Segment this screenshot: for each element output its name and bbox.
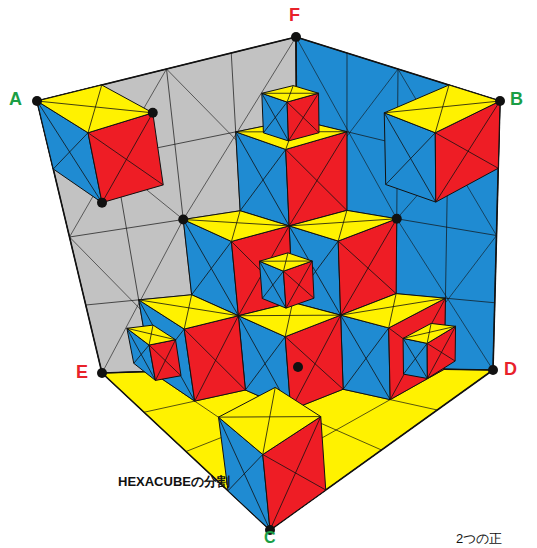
sub-cube [219,387,326,530]
face-diagonal [238,315,340,317]
face-diagonal [263,387,275,454]
cube-face-yellow [238,302,340,336]
cube-face-yellow [384,85,500,133]
face-diagonal [37,101,153,113]
cube-face-yellow [259,253,312,271]
sub-cube [37,85,163,203]
cube-edge [102,373,270,530]
face-diagonal [155,340,175,381]
face-diagonal [403,326,455,338]
note-text: 2つの正 [456,531,502,546]
cube-face-yellow [139,295,239,329]
cube-face-yellow [183,211,289,242]
sub-cube [384,85,500,202]
face-diagonal [283,253,288,271]
face-diagonal [195,316,239,401]
face-diagonal [341,315,391,399]
face-diagonal [338,241,396,294]
sub-cube [139,295,246,401]
face-diagonal [231,211,240,242]
cube-face-blue [341,315,391,399]
vertex-dot [392,214,402,224]
face-diagonal [139,300,239,316]
vertex-dot [178,215,188,225]
vertex-dot [293,362,303,372]
face-diagonal [219,416,321,418]
face-diagonal [127,328,176,339]
face-diagonal [88,85,102,133]
cube-face-yellow [37,85,153,133]
face-diagonal [263,455,326,491]
cube-face-yellow [403,323,455,343]
walls [37,37,500,530]
face-diagonal [338,210,347,241]
cube-face-yellow [262,86,319,102]
vertex-dot [291,32,301,42]
vertex-letter: B [510,90,523,108]
face-diagonal [262,93,319,94]
vertex-letter: D [504,360,517,378]
cube-face-yellow [289,210,397,241]
cube-face-red [184,316,245,401]
vertex-letter: F [289,6,300,24]
cube-face-yellow [341,294,446,328]
sub-cube [262,86,319,141]
vertex-letter: E [76,363,88,381]
face-diagonal [384,101,500,113]
face-diagonal [287,86,293,102]
face-diagonal [435,133,498,169]
cube-face-yellow [219,387,321,454]
vertex-letter: A [9,90,22,108]
vertex-dots [32,32,505,535]
face-diagonal [286,149,347,210]
face-diagonal [427,323,431,343]
face-diagonal [184,329,245,390]
face-diagonal [289,219,397,226]
face-diagonal [183,220,289,226]
sub-cube [259,253,314,308]
face-diagonal [228,455,263,491]
face-diagonal [259,261,312,262]
caption: HEXACUBEの分割 [118,474,230,489]
vertex-dot [32,96,42,106]
vertex-dot [488,365,498,375]
face-diagonal [88,133,163,185]
cube-face-yellow [127,325,176,345]
face-diagonal [53,133,88,169]
face-diagonal [389,294,396,328]
cube-face-blue [403,338,427,378]
sub-cube [403,323,455,378]
face-diagonal [435,85,449,133]
vertex-dot [97,368,107,378]
cubes [37,85,500,530]
vertex-letter: C [264,530,276,546]
vertex-dot [97,198,107,208]
vertex-dot [495,96,505,106]
sub-cube [238,302,343,410]
face-diagonal [403,338,427,378]
vertex-dot [148,108,158,118]
face-diagonal [341,298,446,315]
face-diagonal [285,337,343,390]
sub-cube [127,325,181,380]
face-diagonal [184,295,191,329]
face-diagonal [149,325,153,345]
cube-face-red [149,340,181,381]
